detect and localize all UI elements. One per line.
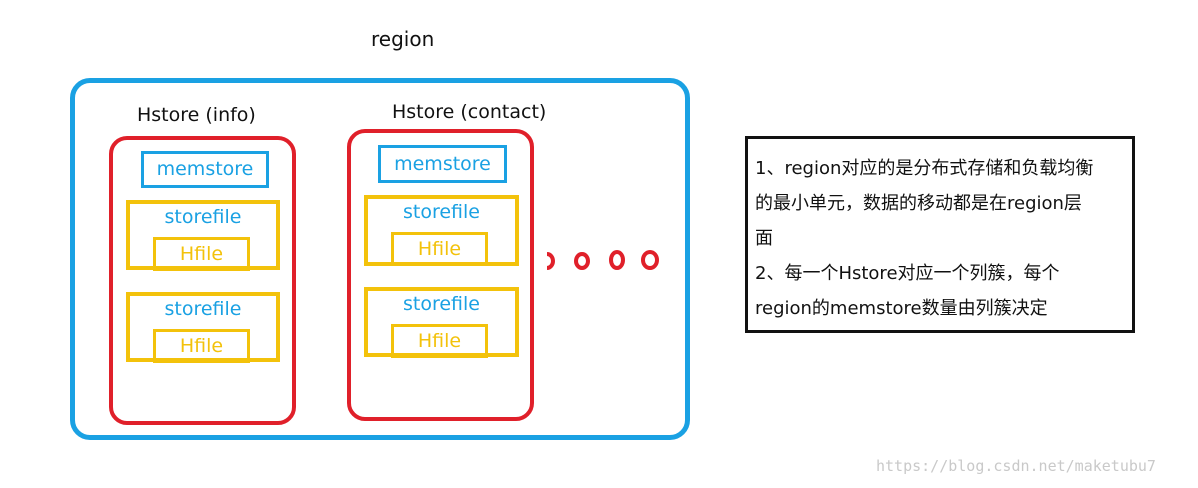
note-line: 面	[755, 228, 773, 249]
note-line: 的最小单元，数据的移动都是在region层	[755, 193, 1082, 214]
storefile-box: storefile Hfile	[126, 200, 280, 271]
dot	[609, 250, 625, 270]
hstore-box	[347, 129, 534, 421]
dot	[574, 252, 590, 270]
hfile-box: Hfile	[391, 324, 488, 358]
note-line: region的memstore数量由列簇决定	[755, 298, 1048, 319]
storefile-box: storefile Hfile	[126, 292, 280, 363]
hstore-box	[109, 136, 296, 425]
hfile-box: Hfile	[153, 237, 250, 271]
region-box	[70, 78, 690, 440]
memstore-box: memstore	[378, 145, 507, 183]
storefile-label: storefile	[164, 206, 242, 228]
ellipsis-dots	[546, 250, 659, 270]
memstore-box: memstore	[141, 151, 269, 188]
note-box: 1、region对应的是分布式存储和负载均衡 的最小单元，数据的移动都是在reg…	[745, 136, 1135, 333]
storefile-label: storefile	[164, 298, 242, 320]
hfile-box: Hfile	[391, 232, 488, 266]
dot	[641, 250, 659, 270]
storefile-label: storefile	[403, 201, 480, 223]
dot-partial	[546, 252, 555, 270]
storefile-box: storefile Hfile	[364, 287, 519, 358]
region-label: region	[371, 27, 435, 51]
watermark: https://blog.csdn.net/maketubu7	[876, 457, 1156, 475]
storefile-box: storefile Hfile	[364, 195, 519, 266]
storefile-label: storefile	[403, 293, 480, 315]
hfile-box: Hfile	[153, 329, 250, 363]
hstore-title: Hstore (contact)	[392, 101, 547, 123]
note-line: 1、region对应的是分布式存储和负载均衡	[755, 158, 1094, 179]
hstore-title: Hstore (info)	[137, 104, 256, 126]
note-line: 2、每一个Hstore对应一个列簇，每个	[755, 263, 1060, 284]
